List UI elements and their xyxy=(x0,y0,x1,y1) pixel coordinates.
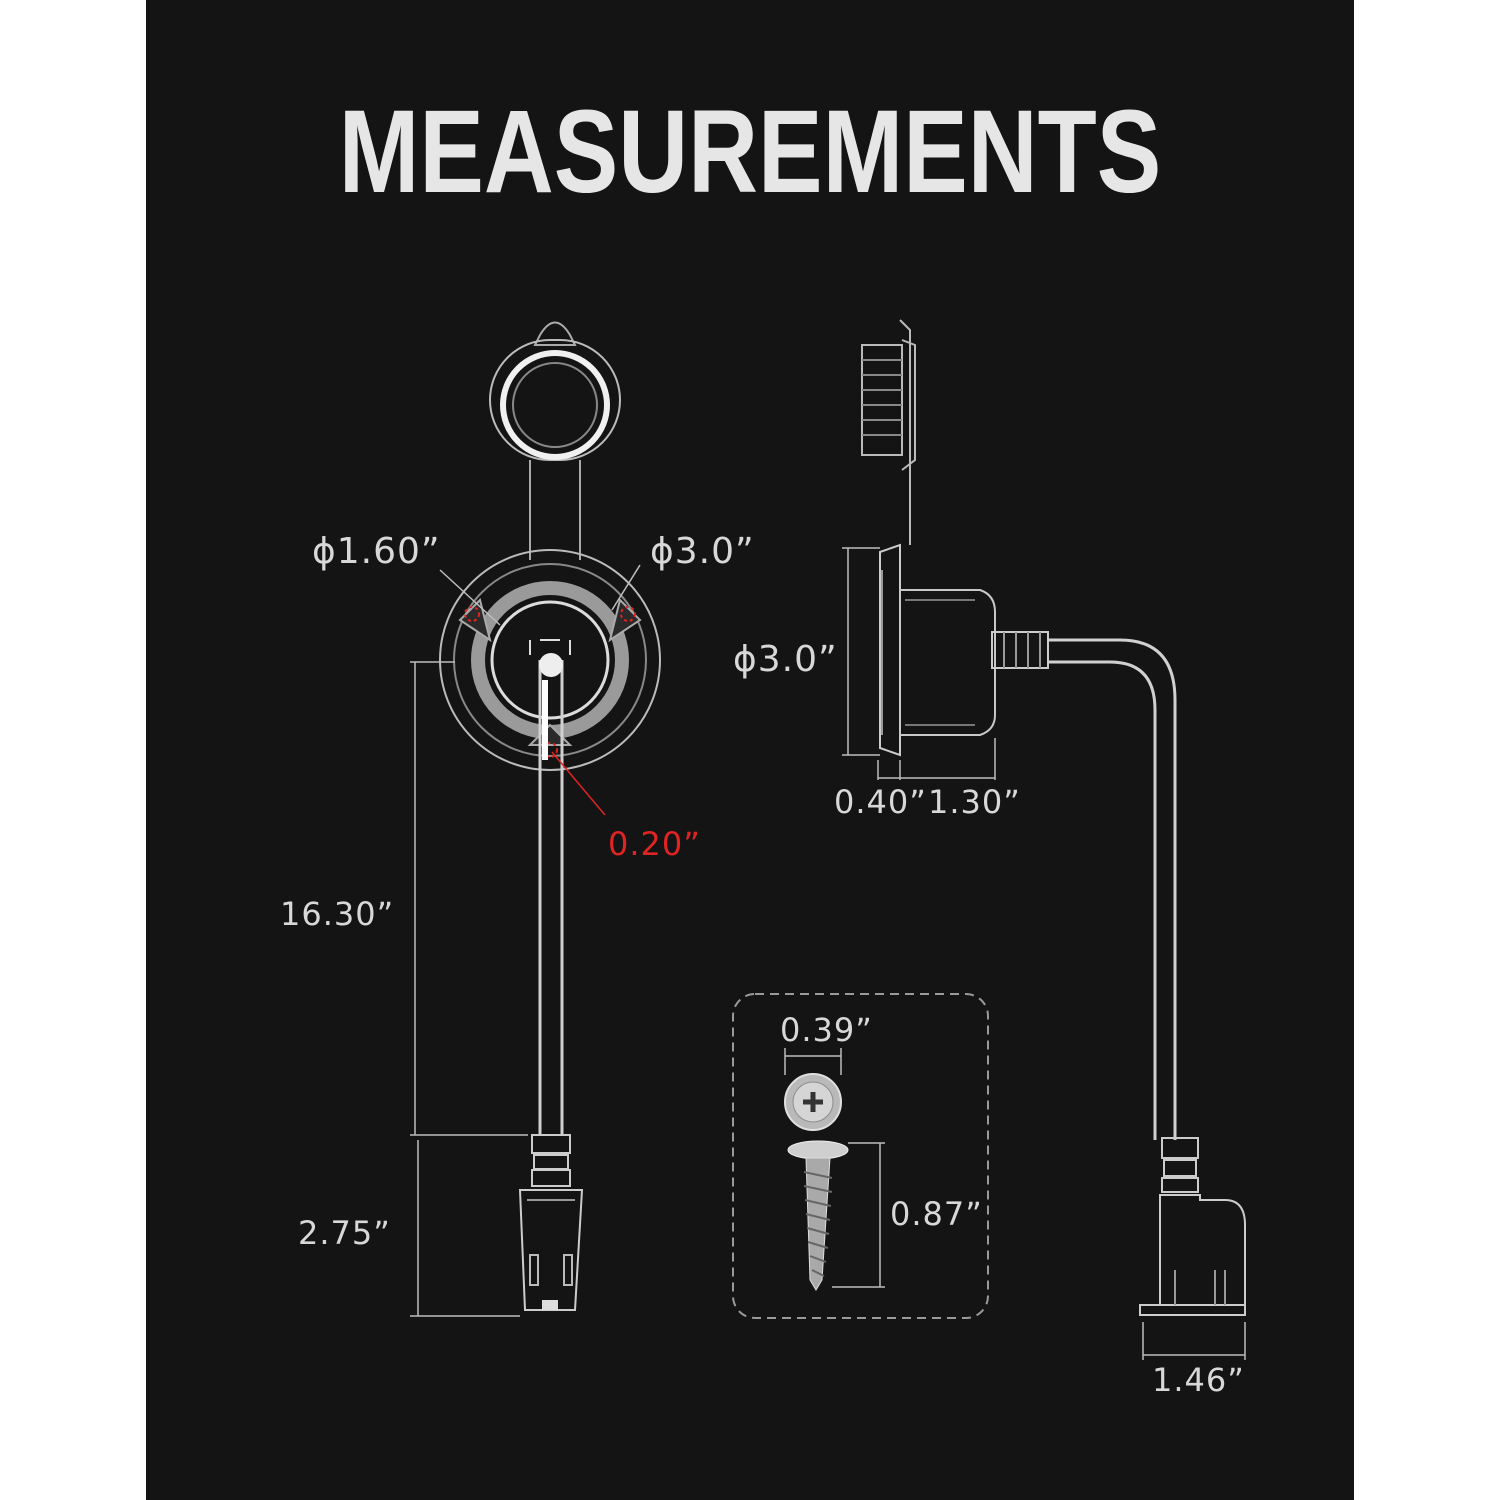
side-body-drawing xyxy=(879,543,1049,757)
front-cable-drawing xyxy=(538,653,564,1135)
side-cap-drawing xyxy=(861,319,916,545)
screw-side-drawing xyxy=(787,1140,849,1291)
side-cable-drawing xyxy=(1048,638,1177,1140)
body-depth-label: 1.30” xyxy=(928,783,1021,821)
plug-width-label: 1.46” xyxy=(1152,1361,1245,1399)
screw-box xyxy=(732,993,989,1319)
inner-diameter-label: ϕ1.60” xyxy=(312,531,441,572)
screw-length-label: 0.87” xyxy=(890,1195,983,1233)
front-dimension-lines xyxy=(410,564,641,1317)
plug-length-label: 2.75” xyxy=(298,1214,391,1252)
page-title: MEASUREMENTS xyxy=(338,86,1162,218)
front-view-drawing xyxy=(410,321,661,1317)
screw-head-drawing xyxy=(784,1073,842,1131)
side-diameter-label: ϕ3.0” xyxy=(733,639,838,680)
screw-dimension-lines xyxy=(784,1048,885,1288)
side-plug-drawing xyxy=(1139,1137,1246,1316)
background-panel xyxy=(146,0,1354,1500)
hole-diameter-label: 0.20” xyxy=(608,825,701,863)
cable-length-label: 16.30” xyxy=(280,895,395,933)
socket-body-drawing xyxy=(439,549,661,771)
cap-drawing xyxy=(489,321,621,560)
flange-thickness-label: 0.40” xyxy=(834,783,927,821)
side-dimension-lines xyxy=(842,547,1246,1360)
screw-head-label: 0.39” xyxy=(780,1011,873,1049)
front-plug-drawing xyxy=(518,1134,584,1311)
side-view-drawing xyxy=(842,319,1246,1360)
outer-diameter-label: ϕ3.0” xyxy=(650,531,755,572)
